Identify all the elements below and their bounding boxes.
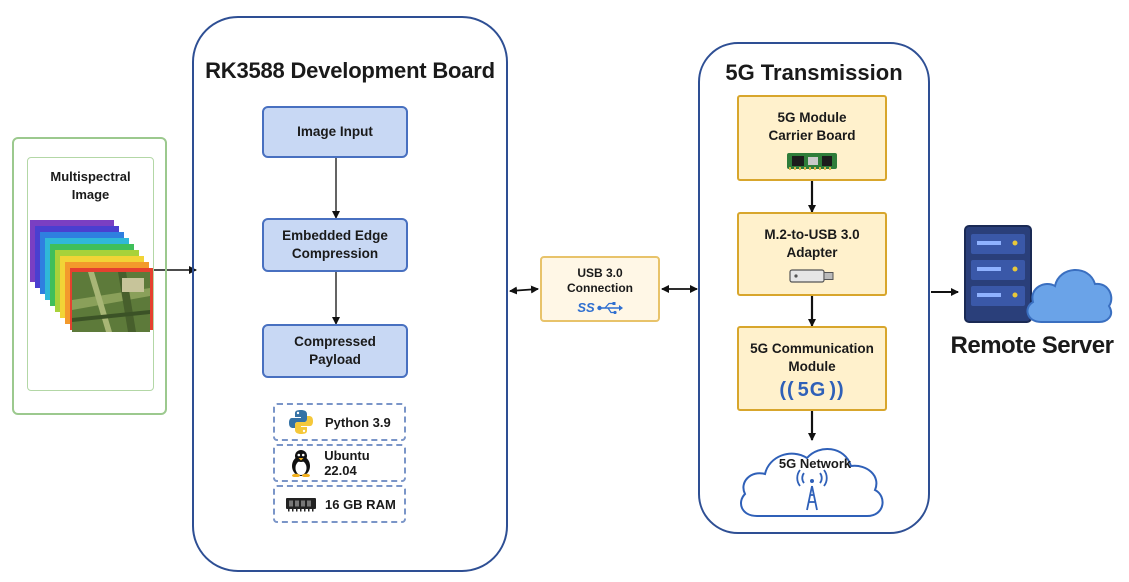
adapter-box: M.2-to-USB 3.0 Adapter bbox=[737, 212, 887, 296]
input-title: Multispectral Image bbox=[50, 169, 131, 202]
5g-network-label: 5G Network bbox=[778, 456, 852, 471]
edge-compression-step: Embedded Edge Compression bbox=[262, 218, 408, 272]
input-inner-frame bbox=[27, 157, 154, 391]
usb-connection-label: USB 3.0 Connection bbox=[567, 266, 633, 295]
board-title: RK3588 Development Board bbox=[205, 58, 495, 83]
env-ram-label: 16 GB RAM bbox=[325, 496, 396, 512]
5g-signal-label: 5G bbox=[797, 379, 827, 401]
arrow-board-usb bbox=[509, 285, 539, 295]
5g-network-cloud-icon bbox=[740, 447, 884, 517]
env-ram: 16 GB RAM bbox=[273, 485, 406, 523]
transmission-title: 5G Transmission bbox=[725, 60, 903, 85]
5g-transmission-container bbox=[698, 42, 930, 534]
carrier-board-box: 5G Module Carrier Board bbox=[737, 95, 887, 181]
env-ubuntu-label: Ubuntu 22.04 bbox=[324, 448, 370, 478]
server-cloud-icon bbox=[964, 225, 1113, 323]
5g-signal-icon: ((5G)) bbox=[779, 379, 845, 401]
rk3588-board-container bbox=[192, 16, 508, 572]
comm-module-label: 5G Communication Module bbox=[750, 341, 874, 374]
usb-connection-box: USB 3.0 Connection SS bbox=[540, 256, 660, 322]
usb-superspeed-icon: SS bbox=[542, 300, 658, 315]
image-input-step: Image Input bbox=[262, 106, 408, 158]
linux-tux-icon bbox=[283, 449, 318, 477]
python-icon bbox=[283, 408, 319, 436]
circuit-board-icon bbox=[787, 153, 837, 170]
env-python-label: Python 3.9 bbox=[325, 414, 391, 430]
carrier-board-label: 5G Module Carrier Board bbox=[768, 110, 856, 143]
ram-chip-icon bbox=[283, 490, 319, 518]
usb-adapter-icon bbox=[789, 269, 834, 283]
comm-module-box: 5G Communication Module ((5G)) bbox=[737, 326, 887, 411]
remote-server-label: Remote Server bbox=[950, 332, 1114, 359]
adapter-label: M.2-to-USB 3.0 Adapter bbox=[764, 227, 860, 260]
compressed-payload-step: Compressed Payload bbox=[262, 324, 408, 378]
input-frame bbox=[12, 137, 167, 415]
usb-ss-logo: SS bbox=[577, 300, 595, 315]
env-python: Python 3.9 bbox=[273, 403, 406, 441]
multispectral-stack-icon bbox=[30, 220, 153, 332]
env-ubuntu: Ubuntu 22.04 bbox=[273, 444, 406, 482]
